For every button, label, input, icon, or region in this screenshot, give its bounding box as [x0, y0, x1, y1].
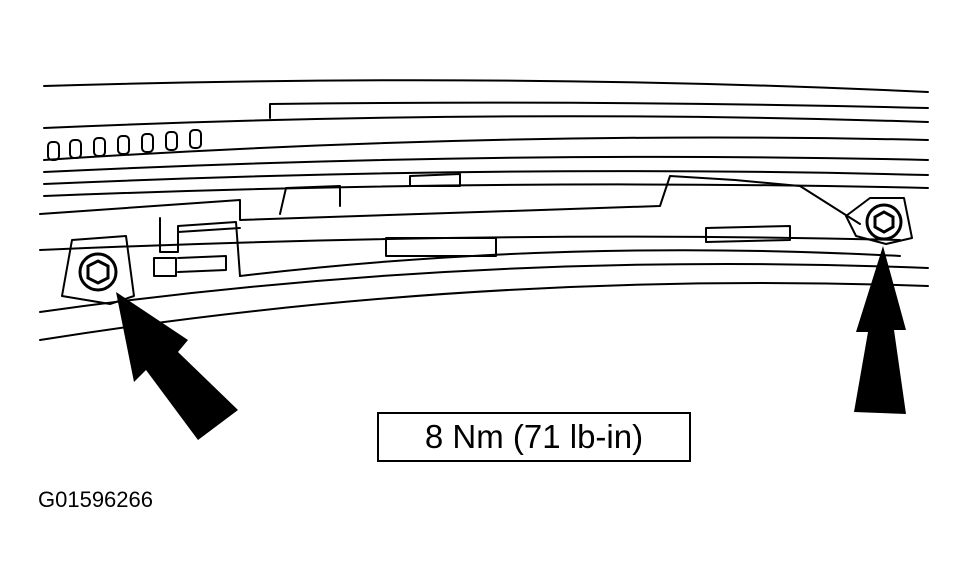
torque-spec-label: 8 Nm (71 lb-in) [377, 412, 691, 462]
inner-line-a [39, 235, 901, 251]
left-bolt-boss [61, 235, 135, 305]
panel-line-4 [43, 170, 929, 185]
left-bolt [78, 252, 118, 292]
harness-channel [39, 173, 861, 225]
upper-trim-step [269, 101, 929, 119]
harness-lower [159, 217, 241, 277]
vent-slots [47, 129, 202, 161]
inner-line-b [239, 249, 901, 277]
clip-3 [705, 225, 791, 243]
panel-line-1 [43, 115, 929, 129]
figure-id: G01596266 [38, 487, 153, 512]
left-arrow-icon [116, 292, 238, 440]
panel-line-3 [43, 155, 929, 173]
right-bolt-boss [845, 197, 913, 245]
panel-line-5 [43, 183, 929, 197]
panel-top-edge [43, 79, 929, 93]
clip-2 [385, 237, 497, 257]
panel-line-2 [43, 136, 929, 161]
lower-edge-1 [39, 262, 929, 313]
right-arrow-icon [854, 246, 906, 414]
right-bolt [865, 203, 903, 241]
clip-1 [153, 257, 177, 277]
lower-edge-2 [39, 282, 929, 341]
